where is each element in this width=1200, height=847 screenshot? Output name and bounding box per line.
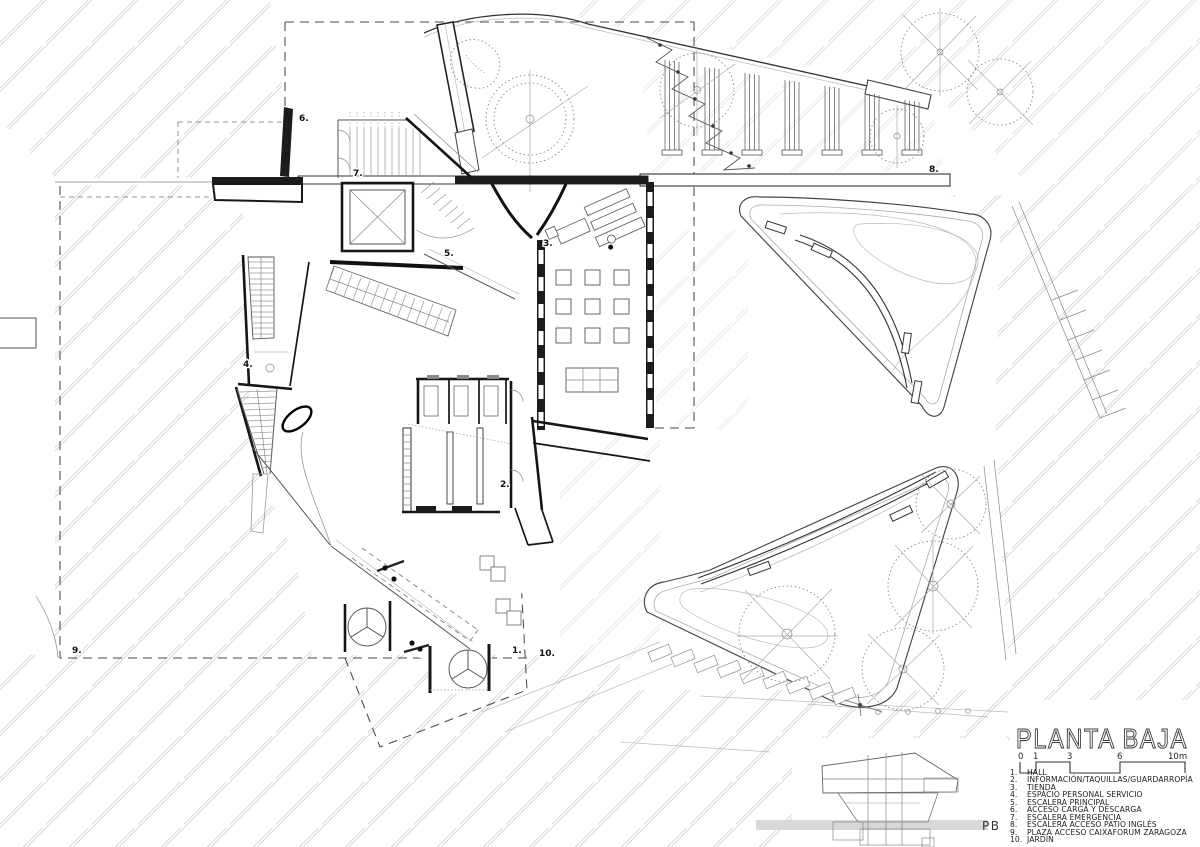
- legend-item-label: ESCALERA ACCESO PATIO INGLÉS: [1027, 820, 1157, 830]
- drawing-title: PLANTA BAJA: [1016, 723, 1188, 754]
- legend-item-num: 7.: [1010, 812, 1018, 822]
- plan-label-7: 7.: [353, 169, 363, 179]
- legend-item-num: 3.: [1010, 782, 1018, 792]
- legend-item: 2. INFORMACIÓN/TAQUILLAS/GUARDARROPÍA: [1010, 775, 1200, 785]
- legend: 1. HALL 2. INFORMACIÓN/TAQUILLAS/GUARDARRO…: [1010, 768, 1200, 845]
- section-level-label: PB: [982, 819, 1000, 833]
- site-lines: [0, 181, 1127, 753]
- legend-item-num: 5.: [1010, 797, 1018, 807]
- legend-item-label: TIENDA: [1027, 782, 1056, 792]
- garden-ramp: [643, 466, 959, 708]
- legend-item: 8. ESCALERA ACCESO PATIO INGLÉS: [1010, 820, 1200, 830]
- legend-item: 10. JARDÍN: [1010, 835, 1200, 845]
- trees: [481, 8, 1034, 711]
- legend-item: 5. ESCALERA PRINCIPAL: [1010, 797, 1200, 807]
- legend-item: 1. HALL: [1010, 768, 1200, 777]
- legend-item-label: INFORMACIÓN/TAQUILLAS/GUARDARROPÍA: [1027, 775, 1193, 785]
- scale-tick-1: 1: [1033, 752, 1038, 762]
- scale-tick-10m: 10m: [1168, 752, 1187, 762]
- legend-item: 7. ESCALERA EMERGENCIA: [1010, 812, 1200, 822]
- plan-label-1: 1.: [512, 646, 522, 656]
- legend-item-label: ACCESO CARGA Y DESCARGA: [1027, 805, 1142, 815]
- legend-item-label: PLAZA ACCESO CAIXAFORUM ZARAGOZA: [1027, 827, 1187, 837]
- ground-level-band: [756, 820, 988, 830]
- section-sketch: PB: [756, 738, 1008, 847]
- scale-tick-6: 6: [1117, 752, 1122, 762]
- plan-label-3: 3.: [543, 239, 553, 249]
- scale-tick-0: 0: [1018, 752, 1023, 762]
- legend-item-label: ESCALERA EMERGENCIA: [1027, 812, 1122, 822]
- title-block: PLANTA BAJA 0 1 3 6 10m: [1015, 722, 1188, 774]
- parking-row: [647, 643, 971, 717]
- plan-label-2: 2.: [500, 480, 510, 490]
- legend-item: 3. TIENDA: [1010, 782, 1200, 792]
- patio-ramp: [739, 196, 992, 417]
- plan-label-4: 4.: [243, 360, 253, 370]
- plan-label-6: 6.: [299, 114, 309, 124]
- legend-item-num: 8.: [1010, 820, 1018, 830]
- scale-tick-3: 3: [1067, 752, 1072, 762]
- legend-item-num: 1.: [1010, 768, 1018, 777]
- patio-colonnade: [639, 60, 951, 187]
- legend-item-label: JARDÍN: [1027, 835, 1054, 845]
- entrance: [251, 446, 522, 693]
- legend-item: 9. PLAZA ACCESO CAIXAFORUM ZARAGOZA: [1010, 827, 1200, 837]
- scale-bar: 0 1 3 6 10m: [1018, 752, 1187, 774]
- legend-item-label: ESCALERA PRINCIPAL: [1027, 797, 1110, 807]
- legend-item-num: 9.: [1010, 827, 1018, 837]
- legend-item-label: HALL: [1027, 768, 1047, 777]
- legend-item-num: 4.: [1010, 790, 1018, 800]
- legend-item: 6. ACCESO CARGA Y DESCARGA: [1010, 805, 1200, 815]
- plan-label-8: 8.: [929, 165, 939, 175]
- legend-item-label: ESPACIO PERSONAL SERVICIO: [1027, 790, 1143, 800]
- legend-item-num: 2.: [1010, 775, 1018, 785]
- plan-label-9: 9.: [72, 646, 82, 656]
- legend-item-num: 6.: [1010, 805, 1018, 815]
- legend-item-num: 10.: [1010, 835, 1023, 845]
- plan-number-labels: 1. 2. 3. 4. 5. 6. 7. 8. 9. 10.: [71, 113, 940, 661]
- plan-label-5: 5.: [444, 249, 454, 259]
- building-walls: [211, 107, 654, 547]
- plan-label-10: 10.: [539, 649, 555, 659]
- legend-item: 4. ESPACIO PERSONAL SERVICIO: [1010, 790, 1200, 800]
